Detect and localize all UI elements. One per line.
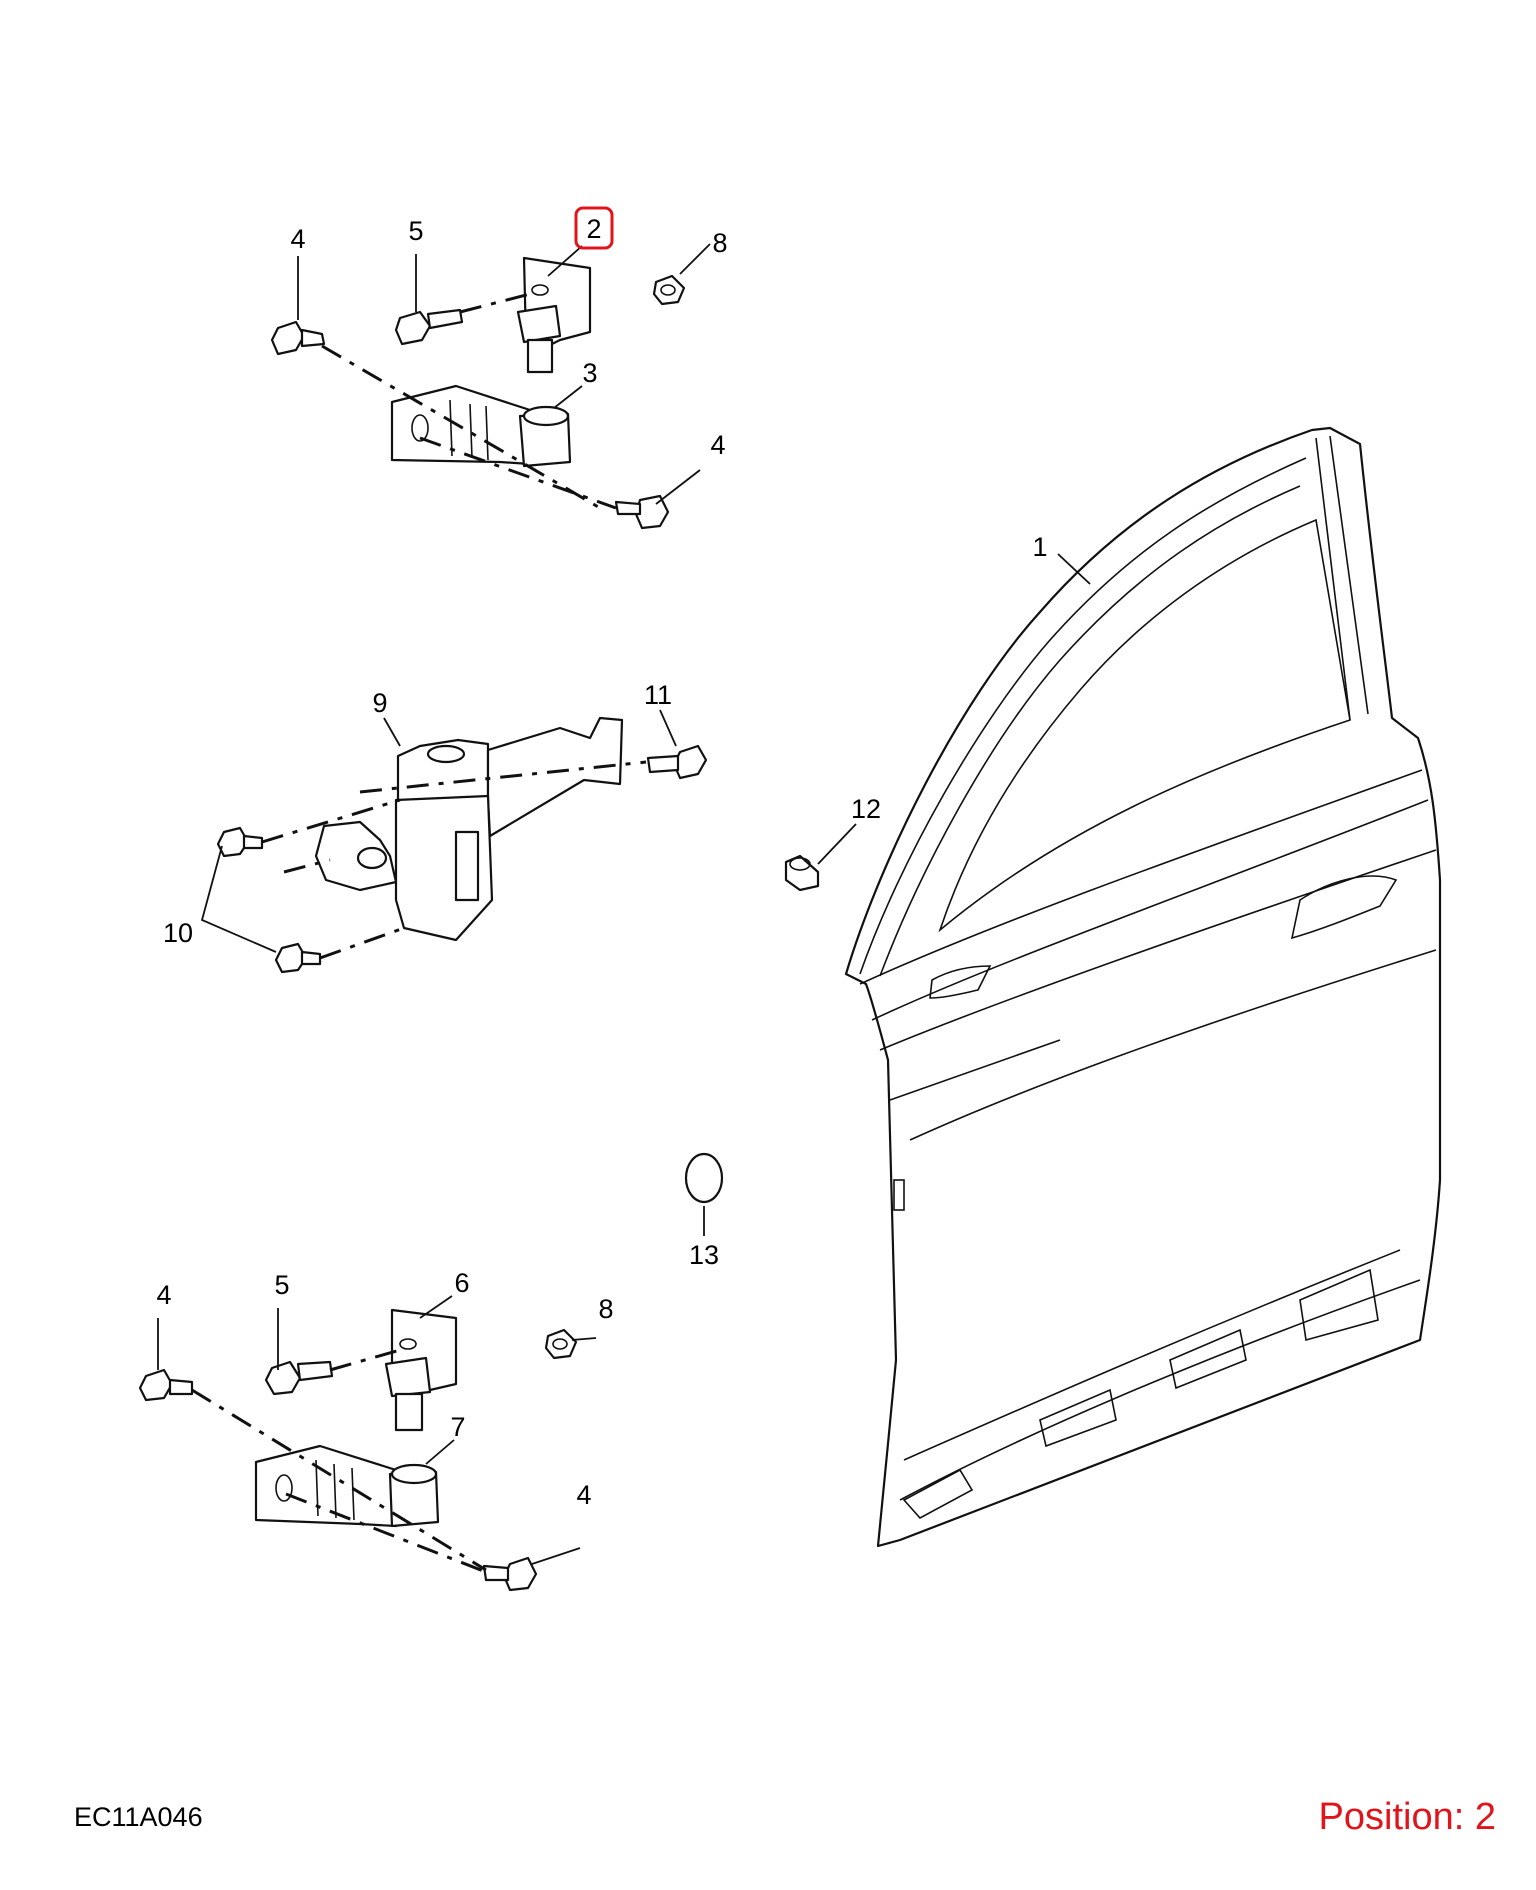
- nut-8-bottom: [544, 1328, 578, 1360]
- callout-2: 2: [586, 214, 601, 244]
- front-door-panel: [844, 426, 1442, 1548]
- bolt-4-bottom-left: [138, 1368, 194, 1402]
- bolt-10-lower: [274, 942, 322, 974]
- hinge-upper-door-part-2: [516, 256, 592, 374]
- callout-2-highlight-box: [574, 206, 614, 250]
- callout-4b: 4: [710, 430, 725, 460]
- hinge-lower-body-part-7: [254, 1444, 440, 1528]
- bolt-5-bottom: [264, 1360, 334, 1396]
- bolt-5-top: [394, 308, 464, 346]
- position-indicator: Position: 2: [1318, 1796, 1496, 1838]
- nut-8-top: [652, 274, 686, 306]
- bolt-10-upper: [216, 826, 264, 858]
- leader-lines: [157, 243, 1091, 1565]
- plug-part-12: [784, 854, 820, 892]
- callout-9: 9: [372, 688, 387, 718]
- bolt-4-top-right: [614, 494, 670, 530]
- callout-12: 12: [851, 794, 881, 824]
- seal-part-13: [684, 1152, 724, 1204]
- callout-8b: 8: [598, 1294, 613, 1324]
- hinge-upper-body-part-3: [390, 384, 572, 468]
- callout-5a: 5: [408, 216, 423, 246]
- bolt-4-top-left: [270, 320, 326, 356]
- callout-5b: 5: [274, 1270, 289, 1300]
- callout-3: 3: [582, 358, 597, 388]
- callout-labels: 1 2 3 4 4 4 4 5 5 6 7 8 8 9 10 11 12 13: [156, 206, 1048, 1510]
- callout-10: 10: [163, 918, 193, 948]
- callout-13: 13: [689, 1240, 719, 1270]
- hinge-lower-door-part-6: [384, 1308, 458, 1432]
- callout-11: 11: [644, 680, 672, 710]
- callout-4c: 4: [156, 1280, 171, 1310]
- callout-8a: 8: [712, 228, 727, 258]
- bolt-4-bottom-right: [482, 1556, 538, 1592]
- callout-6: 6: [454, 1268, 469, 1298]
- callout-1: 1: [1032, 532, 1047, 562]
- callout-4a: 4: [290, 224, 305, 254]
- bolt-11: [646, 744, 708, 780]
- callout-4d: 4: [576, 1480, 591, 1510]
- diagram-code: EC11A046: [74, 1802, 203, 1832]
- door-check-strap-part-9: [314, 716, 624, 942]
- callout-7: 7: [450, 1412, 465, 1442]
